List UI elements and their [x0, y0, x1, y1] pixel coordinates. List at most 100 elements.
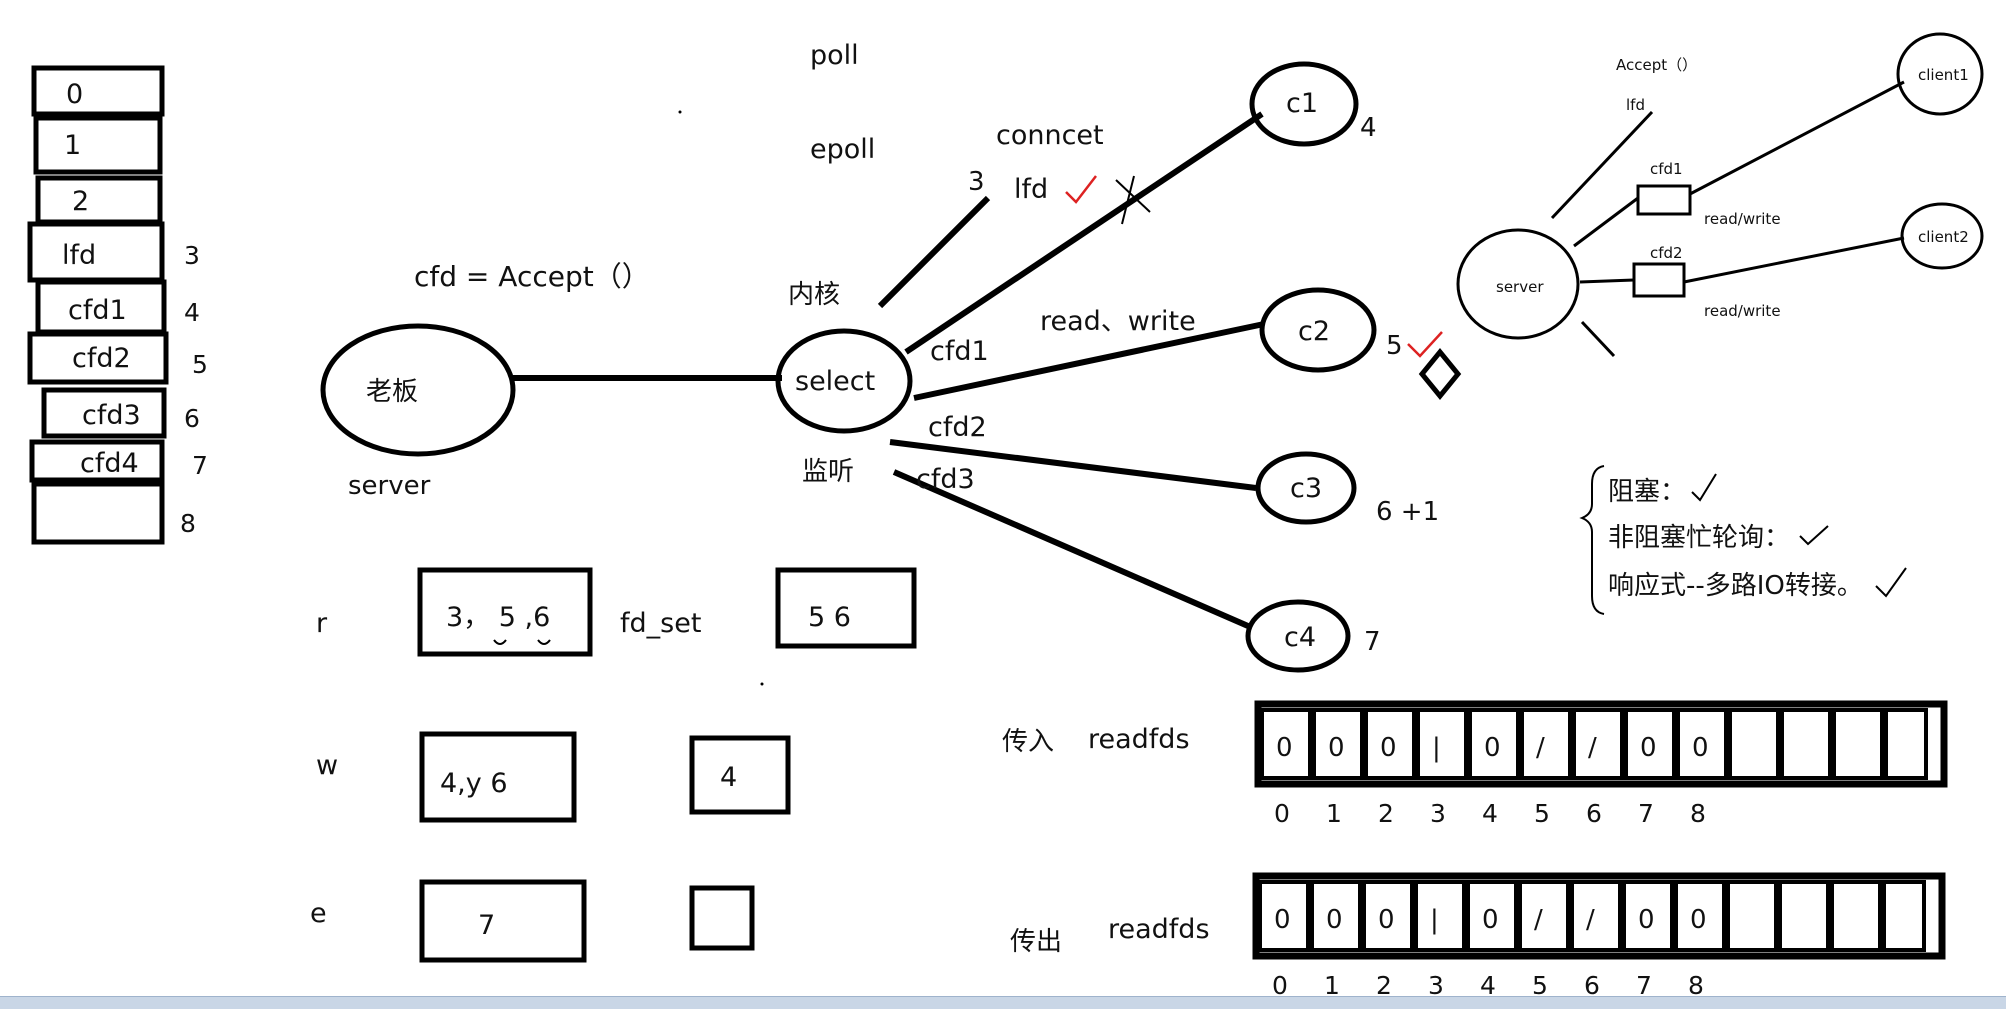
fd-cell-text-7: cfd4: [80, 448, 139, 479]
rw-edge-label: read、write: [1040, 306, 1196, 337]
readfds-out-value: 0: [1274, 905, 1291, 935]
fd-cell-text-6: cfd3: [82, 400, 141, 431]
readfds-out-outer: [1252, 872, 1946, 960]
bitmap-out-name: readfds: [1108, 914, 1210, 945]
readfds-in-index: 5: [1534, 799, 1550, 828]
readfds-in-index: 2: [1378, 799, 1394, 828]
readfds-out-cell: [1622, 880, 1674, 952]
cfd1-edge-label: cfd1: [930, 336, 989, 367]
readfds-in-value: |: [1432, 733, 1441, 763]
bitmap-in-label: 传入: [1002, 727, 1054, 757]
r-label: r: [316, 608, 328, 639]
readfds-in-cell: [1780, 708, 1832, 780]
client-c2-node: [1259, 287, 1377, 373]
fd-index-3: 3: [184, 241, 200, 270]
readfds-in-cell: [1572, 708, 1624, 780]
readfds-out-cell: [1310, 880, 1362, 952]
link-select-c1: [904, 111, 1264, 355]
readfds-in-cell: [1728, 708, 1780, 780]
mode-nonblocking: 非阻塞忙轮询：: [1608, 523, 1790, 553]
readfds-in-value: /: [1536, 733, 1545, 763]
readfds-in-value: 0: [1328, 733, 1345, 763]
e-set-value: 7: [478, 910, 495, 941]
readfds-out-index: 1: [1324, 971, 1340, 996]
readfds-in-index: 1: [1326, 799, 1342, 828]
cfd3-edge-label: cfd3: [916, 464, 975, 495]
lfd-connect-line: [877, 195, 991, 309]
mini-rw2-label: read/write: [1704, 302, 1781, 320]
readfds-out-cell: [1362, 880, 1414, 952]
readfds-out-index: 3: [1428, 971, 1444, 996]
server-node: [320, 323, 516, 457]
mode-multiplexing-check-icon: [1875, 567, 1907, 598]
select-node: [775, 328, 913, 434]
w-label: w: [316, 750, 338, 781]
mini-server-node: [1456, 228, 1580, 340]
stray-dot-2: [760, 682, 764, 686]
mini-accept-label: Accept（）: [1616, 56, 1697, 74]
readfds-out-index: 6: [1584, 971, 1600, 996]
readfds-in-value: 0: [1640, 733, 1657, 763]
client-c2-fd: 5: [1386, 331, 1403, 361]
readfds-out-value: 0: [1482, 905, 1499, 935]
bitmap-out-label: 传出: [1010, 927, 1062, 957]
readfds-out-cell: [1414, 880, 1466, 952]
fd-table-cell-7: [29, 439, 165, 483]
bottom-scrollbar[interactable]: [0, 996, 2006, 1009]
poll-label: poll: [810, 40, 859, 71]
readfds-out-value: /: [1534, 905, 1543, 935]
link-select-c2: [913, 321, 1265, 401]
fd-index-5: 5: [192, 350, 208, 379]
fd-index-7: 7: [192, 451, 208, 480]
readfds-in-value: 0: [1380, 733, 1397, 763]
fd-table: [27, 65, 169, 545]
mini-lfd-label: lfd: [1626, 96, 1645, 114]
select-node-label: select: [795, 366, 875, 397]
mode-blocking-check-icon: [1691, 473, 1717, 502]
e-label: e: [310, 898, 327, 929]
mini-cfd1-line-a: [1573, 196, 1639, 248]
mini-cfd2-box: [1632, 262, 1686, 298]
readfds-out-cell: [1830, 880, 1882, 952]
readfds-out-cell: [1466, 880, 1518, 952]
fd-cell-text-5: cfd2: [72, 343, 131, 374]
readfds-out-value: |: [1430, 905, 1439, 935]
fd-table-cell-2: [35, 175, 163, 225]
three-label: 3: [968, 167, 985, 197]
client-c4-node: [1245, 599, 1351, 673]
readfds-out-index: 5: [1532, 971, 1548, 996]
readfds-out-cell: [1882, 880, 1926, 952]
r-tick-marks-icon: [493, 639, 551, 645]
readfds-in-cell: [1364, 708, 1416, 780]
readfds-out-cell: [1570, 880, 1622, 952]
mini-lfd-line: [1550, 110, 1654, 220]
readfds-in-value: 0: [1276, 733, 1293, 763]
readfds-in-value: /: [1588, 733, 1597, 763]
mini-cfd2-line-b: [1683, 236, 1905, 284]
fd-index-6: 6: [184, 404, 200, 433]
readfds-in-index: 3: [1430, 799, 1446, 828]
mini-cfd2-line-a: [1579, 278, 1635, 284]
readfds-in-cell: [1468, 708, 1520, 780]
readfds-in-cell: [1624, 708, 1676, 780]
fd-index-4: 4: [184, 298, 200, 327]
readfds-out-index: 4: [1480, 971, 1496, 996]
diamond-icon: [1418, 348, 1462, 400]
fd-cell-text-1: 1: [64, 130, 81, 161]
readfds-in-index: 6: [1586, 799, 1602, 828]
readfds-out-value: 0: [1638, 905, 1655, 935]
readfds-out-cell: [1778, 880, 1830, 952]
mini-cfd1-label: cfd1: [1650, 160, 1683, 178]
fd-table-cell-5: [27, 331, 169, 385]
r-out-box: [775, 567, 917, 649]
readfds-in-cell: [1260, 708, 1312, 780]
readfds-out-value: /: [1586, 905, 1595, 935]
fd-cell-text-2: 2: [72, 186, 89, 217]
readfds-out-index: 8: [1688, 971, 1704, 996]
readfds-out-index: 7: [1636, 971, 1652, 996]
connect-label: conncet: [996, 120, 1104, 151]
readfds-in-outer: [1254, 700, 1948, 788]
accept-text: cfd = Accept（）: [414, 260, 650, 293]
fd-table-cell-1: [33, 115, 163, 175]
client-c3-fd: 6 +1: [1376, 497, 1439, 527]
